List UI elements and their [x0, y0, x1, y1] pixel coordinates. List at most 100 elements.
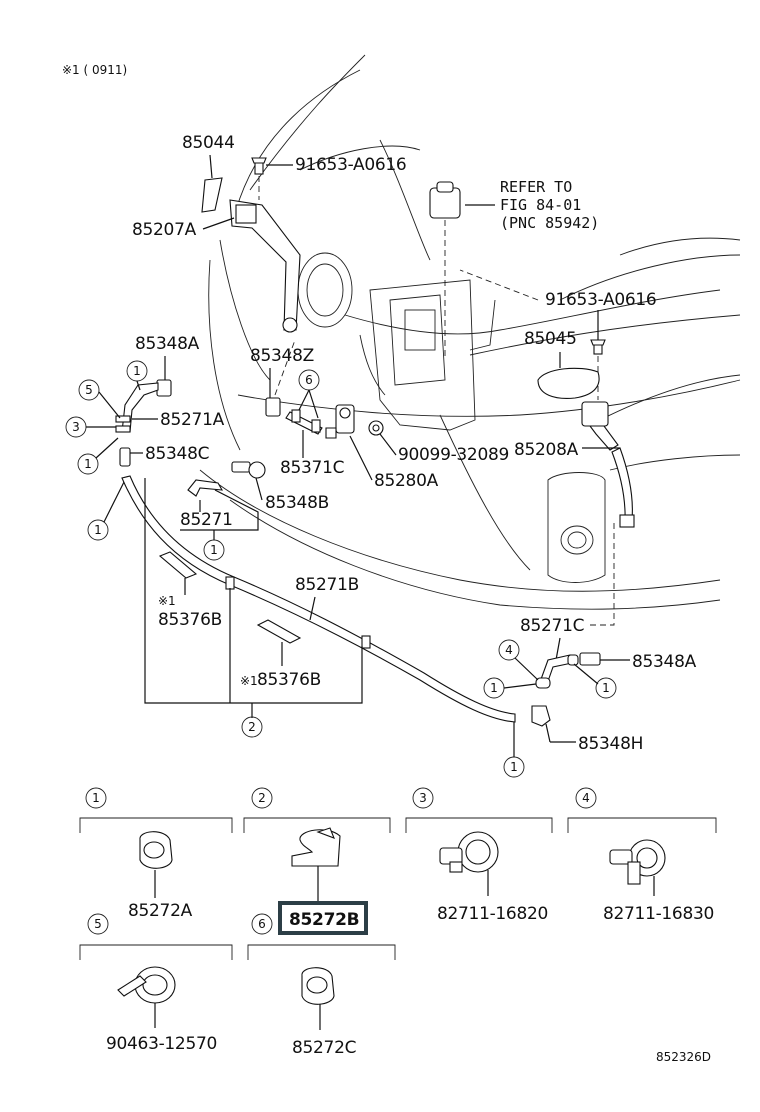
- clamp-85272b-icon: [291, 827, 341, 867]
- callout-85208a: 85208A: [514, 440, 579, 460]
- circle-num-5-a: 5: [78, 379, 100, 401]
- svg-text:3: 3: [72, 420, 80, 434]
- refer-line-2: FIG 84-01: [500, 196, 581, 214]
- callout-85376b-a: 85376B: [158, 610, 222, 630]
- legend-item-2: 2 85272B: [243, 787, 391, 935]
- circle-num-3-a: 3: [65, 416, 87, 438]
- callout-85348a-bottom: 85348A: [632, 652, 697, 672]
- callout-85348b: 85348B: [265, 493, 329, 513]
- legend-item-1: 1 85272A: [79, 787, 233, 921]
- check-valve-85348b: [231, 461, 266, 479]
- svg-text:6: 6: [258, 917, 266, 931]
- hose-85371c: [285, 409, 323, 435]
- check-valve-85348c: [119, 447, 131, 467]
- nozzle-cover-85044: [201, 177, 223, 213]
- svg-text:5: 5: [94, 917, 102, 931]
- svg-text:1: 1: [92, 791, 100, 805]
- svg-text:2: 2: [248, 720, 256, 734]
- legend-item-6: 6 85272C: [247, 913, 396, 1058]
- strap-90463-12570-icon: [117, 966, 176, 1004]
- callout-85348a-top: 85348A: [135, 334, 200, 354]
- refer-line-1: REFER TO: [500, 178, 572, 196]
- callout-85376b-b: 85376B: [257, 670, 321, 690]
- svg-text:1: 1: [210, 543, 218, 557]
- legend-part-6: 85272C: [292, 1038, 356, 1058]
- footer-code: 852326D: [656, 1050, 711, 1064]
- refer-line-3: (PNC 85942): [500, 214, 599, 232]
- circle-num-6-a: 6: [298, 369, 320, 391]
- circle-num-1-g: 1: [503, 756, 525, 778]
- hose-85271: [187, 479, 224, 497]
- callout-85348h: 85348H: [578, 734, 643, 754]
- circle-num-1-d: 1: [87, 519, 109, 541]
- callout-85280a: 85280A: [374, 471, 439, 491]
- hose-85271a: [115, 382, 159, 433]
- svg-text:4: 4: [582, 791, 590, 805]
- clamp-82711-16820-icon: [439, 831, 499, 873]
- svg-text:5: 5: [85, 383, 93, 397]
- legend-item-5: 5 90463-12570: [79, 913, 233, 1054]
- svg-text:1: 1: [133, 364, 141, 378]
- svg-text:1: 1: [94, 523, 102, 537]
- circle-num-1-e: 1: [483, 677, 505, 699]
- svg-text:1: 1: [510, 760, 518, 774]
- circle-num-4-a: 4: [498, 639, 520, 661]
- legend-part-5: 90463-12570: [106, 1034, 217, 1054]
- check-valve-85348h: [531, 705, 551, 727]
- callout-91653-right: 91653-A0616: [545, 290, 656, 310]
- check-valve-85348a-bottom: [579, 652, 601, 666]
- headlamp-washer-85208a: [581, 401, 635, 528]
- highlight-box-85272b: [278, 901, 368, 935]
- callout-85271c: 85271C: [520, 616, 584, 636]
- protector-85376b-b: [256, 619, 302, 644]
- vehicle-body-outline: [199, 54, 741, 610]
- svg-text:1: 1: [490, 681, 498, 695]
- callout-85271a: 85271A: [160, 410, 225, 430]
- callout-85348z: 85348Z: [250, 346, 314, 366]
- star1-b: ※1: [240, 674, 258, 688]
- protector-85376b-a: [158, 551, 198, 579]
- check-valve-85348a-top: [156, 379, 172, 397]
- svg-text:3: 3: [419, 791, 427, 805]
- legend-part-3: 82711-16820: [437, 904, 548, 924]
- callout-85271b: 85271B: [295, 575, 359, 595]
- bolt-91653-right: [590, 339, 606, 355]
- svg-text:1: 1: [602, 681, 610, 695]
- svg-text:4: 4: [505, 643, 513, 657]
- clamp-82711-16830-icon: [609, 839, 666, 885]
- callout-85371c: 85371C: [280, 458, 344, 478]
- headlamp-washer-85207a: [229, 199, 301, 333]
- svg-text:6: 6: [305, 373, 313, 387]
- callout-85207a: 85207A: [132, 220, 197, 240]
- legend-part-2: 85272B: [289, 910, 359, 930]
- legend-part-1: 85272A: [128, 901, 193, 921]
- hose-85271c: [535, 654, 579, 689]
- bolt-91653-upper: [251, 157, 267, 175]
- circle-num-1-c: 1: [203, 539, 225, 561]
- callout-90099: 90099-32089: [398, 445, 509, 465]
- callout-85271: 85271: [180, 510, 233, 530]
- legend-item-4: 4 82711-16830: [567, 787, 717, 924]
- callout-85045: 85045: [524, 329, 577, 349]
- grommet-90099: [368, 420, 384, 436]
- circle-num-1-b: 1: [77, 453, 99, 475]
- reservoir-cap: [429, 181, 461, 219]
- legend-part-4: 82711-16830: [603, 904, 714, 924]
- nozzle-cover-85045: [537, 367, 600, 399]
- clamp-85272c-icon: [301, 967, 335, 1005]
- callout-85348c: 85348C: [145, 444, 209, 464]
- check-valve-85348z: [265, 397, 281, 417]
- washer-pump-85280a: [325, 404, 355, 439]
- circle-num-1-f: 1: [595, 677, 617, 699]
- svg-text:1: 1: [84, 457, 92, 471]
- svg-text:2: 2: [258, 791, 266, 805]
- legend-item-3: 3 82711-16820: [405, 787, 553, 924]
- circle-num-1-a: 1: [126, 360, 148, 382]
- circle-num-2-a: 2: [241, 716, 263, 738]
- clamp-85272a-icon: [139, 831, 173, 869]
- star1-a: ※1: [158, 594, 176, 608]
- callout-91653-upper: 91653-A0616: [295, 155, 406, 175]
- callout-85044: 85044: [182, 133, 235, 153]
